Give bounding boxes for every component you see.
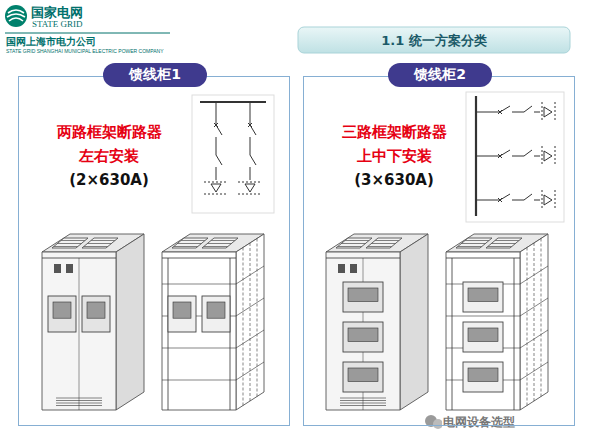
watermark: 电网设备选型	[442, 414, 516, 431]
spec-text: 三路框架断路器	[342, 123, 447, 142]
spec-text: (3×630A)	[354, 171, 434, 189]
cabinet-front-view	[326, 234, 428, 410]
spec-text: 上中下安装	[357, 147, 432, 166]
schematics	[192, 92, 564, 222]
logo-rule	[5, 33, 170, 34]
single-line-3	[466, 92, 564, 222]
spec-text: (2×630A)	[69, 171, 149, 189]
spec-text: 两路框架断路器	[57, 123, 162, 142]
header-tab: 馈线柜2	[388, 63, 492, 87]
watermark-icon	[425, 415, 443, 429]
title-band	[298, 27, 570, 53]
cabinet-panel: 馈线柜1两路框架断路器左右安装(2×630A)	[18, 76, 290, 426]
cabinet-panel: 馈线柜2三路框架断路器上中下安装(3×630A)	[303, 76, 575, 426]
cabinet-frame-view	[162, 234, 264, 410]
single-line-2	[192, 95, 274, 213]
cabinets	[42, 234, 548, 410]
company-english: STATE GRID SHANGHAI MUNICIPAL ELECTRIC P…	[5, 48, 165, 54]
header-tab: 馈线柜1	[103, 63, 207, 87]
cabinet-front-view	[42, 234, 144, 410]
logo-icon	[5, 5, 27, 27]
spec-text: 左右安装	[79, 147, 139, 166]
title-text: 1.1 统一方案分类	[381, 32, 487, 50]
logo-english: STATE GRID	[31, 19, 84, 29]
cabinet-frame-view	[446, 234, 548, 410]
company-name: 国网上海市电力公司	[5, 35, 97, 49]
